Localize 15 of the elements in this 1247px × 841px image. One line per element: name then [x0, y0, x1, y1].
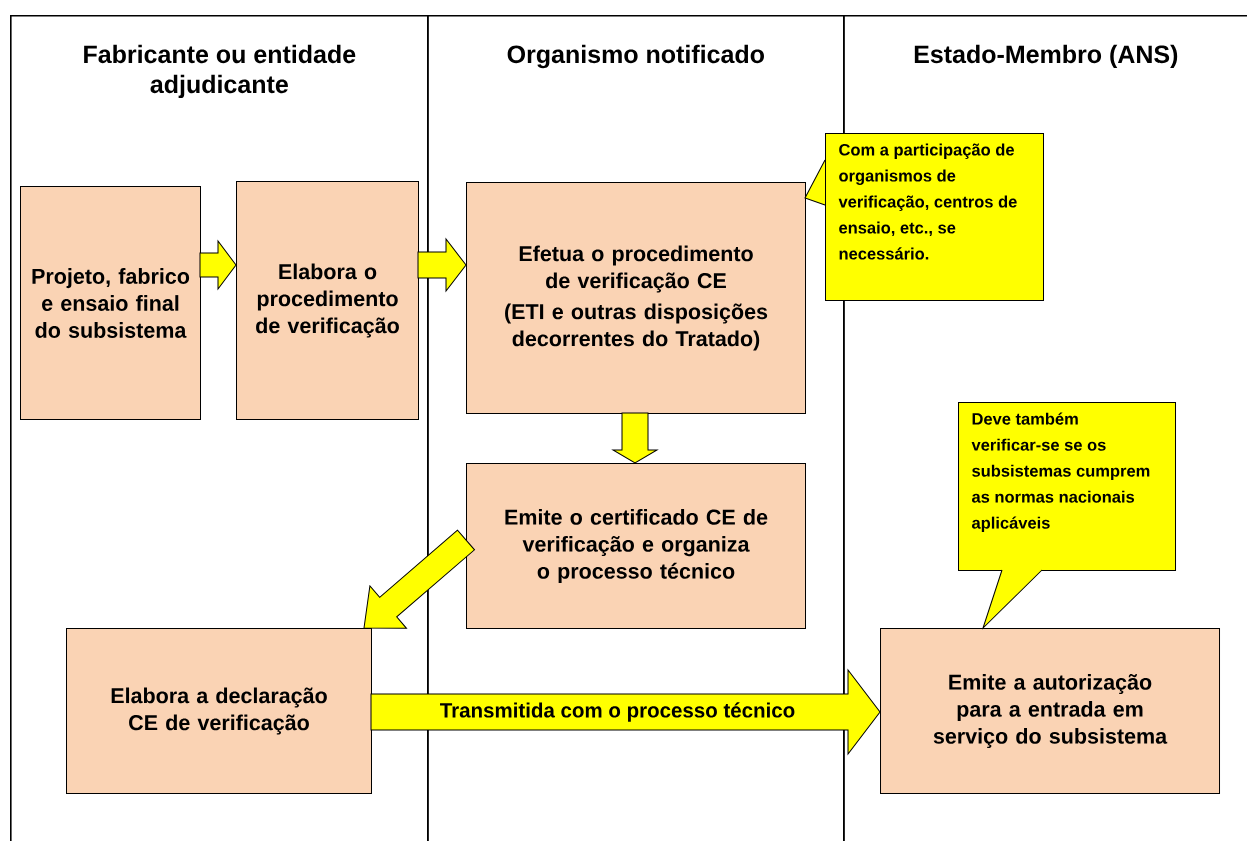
process-box: Emite o certificado CE de verificação e organiza o processo técnico [466, 463, 806, 629]
process-box: Elabora o procedimento de verificação [236, 181, 419, 420]
callout-tail [982, 569, 1043, 629]
edge-label: Transmitida com o processo técnico [438, 701, 797, 723]
callout-box: Deve também verificar-se se os subsistemas cumprem as normas nacionais aplicáveis [958, 402, 1176, 571]
process-box: Emite a autorização para a entrada em serviço do subsistema [880, 628, 1220, 794]
process-box: Elabora a declaração CE de verificação [66, 628, 372, 794]
process-box: Efetua o procedimento de verificação CE (ETI e outras disposições decorrentes do Tratado) [466, 182, 806, 414]
callout-tail [804, 159, 826, 206]
block-arrow [199, 240, 237, 290]
process-box: Projeto, fabrico e ensaio final do subsistema [20, 186, 201, 420]
block-arrow [417, 238, 467, 292]
callout-box: Com a participação de organismos de verificação, centros de ensaio, etc., se necessário. [825, 133, 1044, 301]
block-arrow [612, 412, 658, 464]
block-arrow [363, 529, 475, 629]
